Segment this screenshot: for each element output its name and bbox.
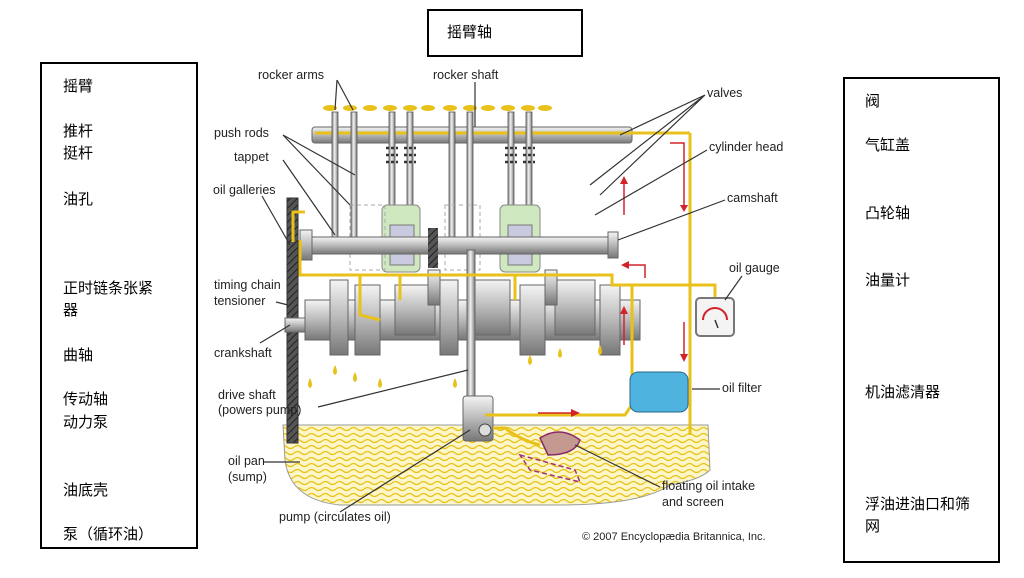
label-push-rod-cn: 推杆: [63, 123, 94, 140]
label-valves: valves: [707, 86, 742, 100]
label-rocker-shaft: rocker shaft: [433, 68, 499, 82]
label-floating-intake-cn: 浮油进油口和筛网: [865, 496, 971, 535]
oil-drips: [308, 345, 602, 388]
label-and-screen: and screen: [662, 495, 724, 509]
label-oil-pan: oil pan: [228, 454, 265, 468]
flow-arrows: [538, 142, 688, 417]
label-sump: (sump): [228, 470, 267, 484]
right-label-box: 阀 气缸盖 凸轮轴 油量计 机油滤清器 浮油进油口和筛网: [843, 77, 1000, 563]
label-crankshaft: crankshaft: [214, 346, 272, 360]
floating-intake: [539, 431, 581, 456]
label-cylinder-head: cylinder head: [709, 140, 783, 154]
label-tensioner: tensioner: [214, 294, 265, 308]
label-cylinder-head-cn: 气缸盖: [865, 137, 911, 154]
label-oil-filter: oil filter: [722, 381, 762, 395]
label-timing-chain: timing chain: [214, 278, 281, 292]
left-label-box: 摇臂 推杆 挺杆 油孔 正时链条张紧器 曲轴 传动轴 动力泵 油底壳 泵（循环油…: [40, 62, 198, 549]
top-label-box: 摇臂轴: [427, 9, 583, 57]
label-pump: pump (circulates oil): [279, 510, 391, 524]
drive-shaft: [466, 249, 476, 401]
label-oil-gauge-cn: 油量计: [865, 272, 911, 289]
label-oil-gallery-cn: 油孔: [63, 191, 94, 208]
crankshaft: [284, 269, 641, 356]
label-oil-filter-cn: 机油滤清器: [865, 384, 941, 401]
label-camshaft-cn: 凸轮轴: [865, 205, 911, 222]
label-crankshaft-cn: 曲轴: [63, 347, 94, 364]
label-tappet-cn: 挺杆: [63, 145, 94, 162]
label-rocker-arms: rocker arms: [258, 68, 324, 82]
label-power-pump-cn: 动力泵: [63, 414, 109, 431]
oil-pan: [282, 424, 711, 506]
label-drive-shaft-cn: 传动轴: [63, 391, 109, 408]
label-floating-intake: floating oil intake: [662, 479, 755, 493]
label-camshaft: camshaft: [727, 191, 778, 205]
oil-spray-top: [323, 105, 552, 111]
label-tappet: tappet: [234, 150, 269, 164]
copyright: © 2007 Encyclopædia Britannica, Inc.: [582, 531, 766, 543]
label-pump-cn: 泵（循环油）: [63, 526, 154, 543]
label-oil-gauge: oil gauge: [729, 261, 780, 275]
label-drive-shaft: drive shaft: [218, 388, 276, 402]
label-tensioner-cn: 正时链条张紧器: [63, 280, 154, 319]
camshaft: [299, 236, 619, 255]
oil-galleries: [291, 133, 717, 447]
label-rocker-arm-cn: 摇臂: [63, 78, 94, 95]
rocker-shaft-cn: 摇臂轴: [447, 24, 493, 41]
oil-filter: [629, 371, 689, 413]
oil-gauge-icon: [695, 297, 735, 337]
label-push-rods: push rods: [214, 126, 269, 140]
leader-lines: [259, 79, 743, 513]
label-oil-pan-cn: 油底壳: [63, 482, 109, 499]
label-powers-pump: (powers pump): [218, 403, 301, 417]
label-valve-cn: 阀: [865, 93, 881, 110]
label-oil-galleries: oil galleries: [213, 183, 276, 197]
